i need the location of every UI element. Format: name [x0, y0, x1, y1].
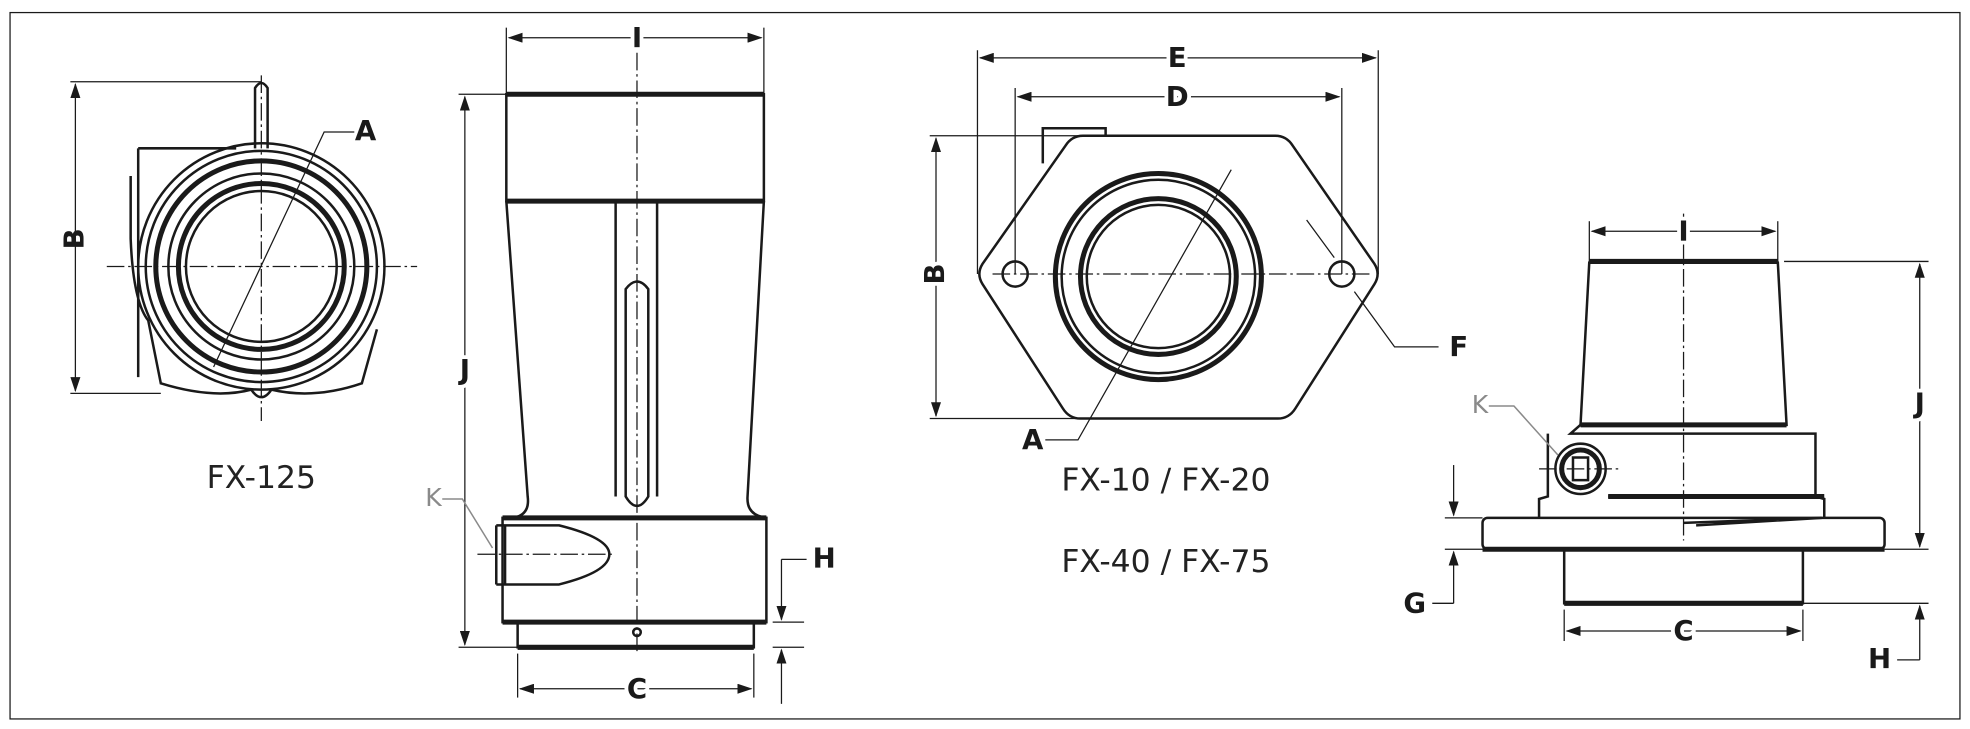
- view-fx125-top: [70, 75, 418, 422]
- view-fx10-75-side: [1432, 213, 1929, 661]
- dim-label-i-right: I: [1678, 215, 1688, 248]
- dim-label-k-side: K: [425, 483, 442, 512]
- view-side-elevation: [442, 25, 807, 704]
- dim-label-k-right: K: [1472, 390, 1489, 419]
- model-label-fx10-fx20: FX-10 / FX-20: [1061, 462, 1270, 498]
- dim-label-j-side: J: [458, 353, 470, 386]
- model-label-fx40-fx75: FX-40 / FX-75: [1061, 544, 1270, 580]
- drawing-frame: [9, 11, 1961, 720]
- dim-label-c-right: C: [1673, 614, 1693, 647]
- dim-label-a-left: A: [355, 114, 377, 147]
- model-label-fx125: FX-125: [207, 460, 316, 496]
- dim-label-a-center: A: [1022, 423, 1044, 456]
- dim-label-d: D: [1166, 80, 1189, 113]
- dim-label-b-center: B: [918, 263, 951, 284]
- dim-label-f: F: [1449, 330, 1468, 363]
- dim-label-g: G: [1403, 587, 1426, 620]
- dim-label-c-side: C: [627, 672, 647, 705]
- dim-label-h-right: H: [1868, 642, 1891, 675]
- view-fx10-75-top: [929, 50, 1439, 441]
- dim-label-i-side: I: [632, 21, 642, 54]
- dim-label-b-left: B: [57, 228, 90, 249]
- dim-label-e: E: [1168, 41, 1187, 74]
- dim-label-h-side: H: [813, 541, 836, 574]
- dim-label-j-right: J: [1913, 387, 1925, 420]
